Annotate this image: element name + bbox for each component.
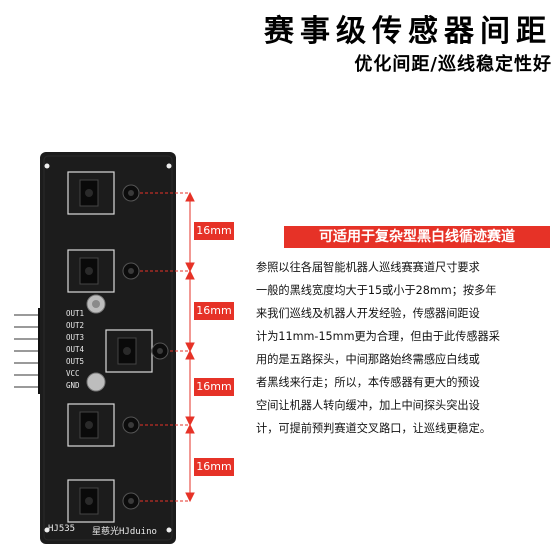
- sensor-module-5: [67, 479, 140, 523]
- description-line: 计，可提前预判赛道交叉路口，让巡线更稳定。: [256, 422, 491, 435]
- page-title: 赛事级传感器间距: [264, 14, 552, 49]
- pin-label: OUT1: [66, 309, 85, 318]
- spacing-label: 16mm: [194, 378, 234, 396]
- description-line: 者黑线来行走；所以，本传感器有更大的预设: [256, 376, 480, 389]
- spacing-label: 16mm: [194, 458, 234, 476]
- pin-label: GND: [66, 381, 80, 390]
- board-model-label: HJ535: [48, 524, 76, 534]
- description-line: 空间让机器人转向缓冲，加上中间探头突出设: [256, 399, 480, 412]
- board-brand-label: 星慈光HJduino: [92, 527, 157, 537]
- pin-label: OUT5: [66, 357, 85, 366]
- description-line: 计为11mm-15mm更为合理，但由于此传感器采: [256, 330, 500, 343]
- spacing-label: 16mm: [194, 222, 234, 240]
- dimension-lines: [140, 191, 195, 503]
- spacing-label: 16mm: [194, 302, 234, 320]
- page-subtitle: 优化间距/巡线稳定性好: [354, 54, 552, 75]
- mounting-hole: [44, 163, 172, 533]
- pin-label: OUT4: [66, 345, 85, 354]
- indicator-led: [86, 372, 106, 392]
- description-line: 一般的黑线宽度均大于15或小于28mm；按多年: [256, 284, 497, 297]
- pin-label: VCC: [66, 369, 80, 378]
- sensor-module-2: [67, 249, 140, 293]
- description-line: 来我们巡线及机器人开发经验，传感器间距设: [256, 307, 480, 320]
- description-line: 用的是五路探头，中间那路始终需感应白线或: [256, 353, 480, 366]
- pin-label: OUT2: [66, 321, 85, 330]
- description-line: 参照以往各届智能机器人巡线赛赛道尺寸要求: [256, 261, 480, 274]
- sensor-module-3: [105, 329, 169, 373]
- feature-banner: 可适用于复杂型黑白线循迹赛道: [284, 226, 550, 248]
- sensor-module-4: [67, 403, 140, 447]
- sensor-module-1: [67, 171, 140, 215]
- pin-label: OUT3: [66, 333, 85, 342]
- description-text: 参照以往各届智能机器人巡线赛赛道尺寸要求 一般的黑线宽度均大于15或小于28mm…: [256, 256, 552, 440]
